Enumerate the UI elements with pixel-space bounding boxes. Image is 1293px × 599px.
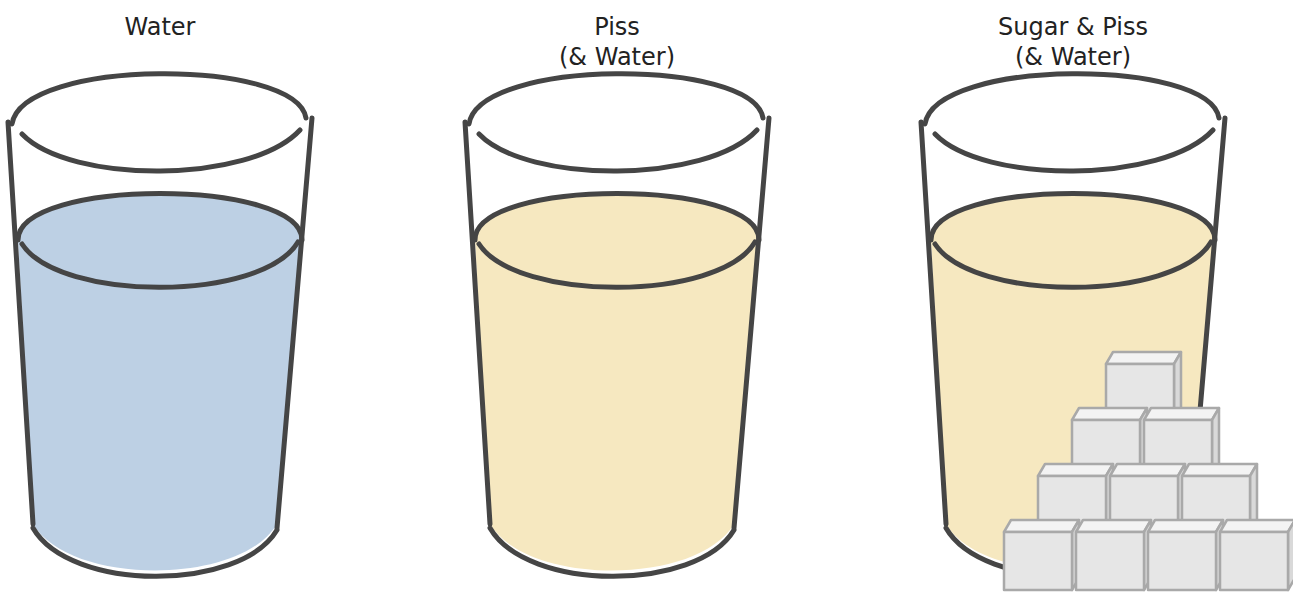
- glass-side: [1190, 118, 1225, 528]
- glass-outline: [457, 0, 777, 599]
- liquid-surface-back: [931, 194, 1215, 241]
- glass-heading: Sugar & Piss: [913, 12, 1233, 42]
- liquid-surface-front: [935, 242, 1211, 287]
- glass: Sugar & Piss(& Water): [913, 0, 1233, 599]
- glass-side: [465, 122, 490, 524]
- glass: Water: [0, 0, 320, 599]
- liquid-surface-back: [18, 194, 302, 241]
- glass-side: [8, 122, 33, 524]
- liquid-fill: [475, 192, 759, 571]
- glass-heading: Piss: [457, 12, 777, 42]
- glass-side: [734, 118, 769, 528]
- glass-bottom: [33, 528, 277, 576]
- glass-side: [921, 122, 946, 524]
- glass-side: [277, 118, 312, 528]
- glass-outline: [0, 0, 320, 599]
- liquid-surface-front: [479, 242, 755, 287]
- glass-rim-back: [925, 74, 1219, 124]
- glass-outline: [913, 0, 1233, 599]
- glass-rim-back: [469, 74, 763, 124]
- glass: Piss(& Water): [457, 0, 777, 599]
- liquid-surface-back: [475, 194, 759, 241]
- glass-rim-back: [12, 74, 306, 124]
- glass-bottom: [490, 528, 734, 576]
- sugar-cube: [1220, 520, 1293, 590]
- glass-subheading: (& Water): [913, 42, 1233, 72]
- glass-rim-front: [22, 130, 300, 171]
- glass-subheading: (& Water): [457, 42, 777, 72]
- glass-rim-front: [935, 130, 1213, 171]
- liquid-fill: [931, 192, 1215, 571]
- liquid-surface-front: [22, 242, 298, 287]
- glass-heading: Water: [0, 12, 320, 42]
- glass-bottom: [946, 528, 1190, 576]
- glass-rim-front: [479, 130, 757, 171]
- liquid-fill: [18, 192, 302, 571]
